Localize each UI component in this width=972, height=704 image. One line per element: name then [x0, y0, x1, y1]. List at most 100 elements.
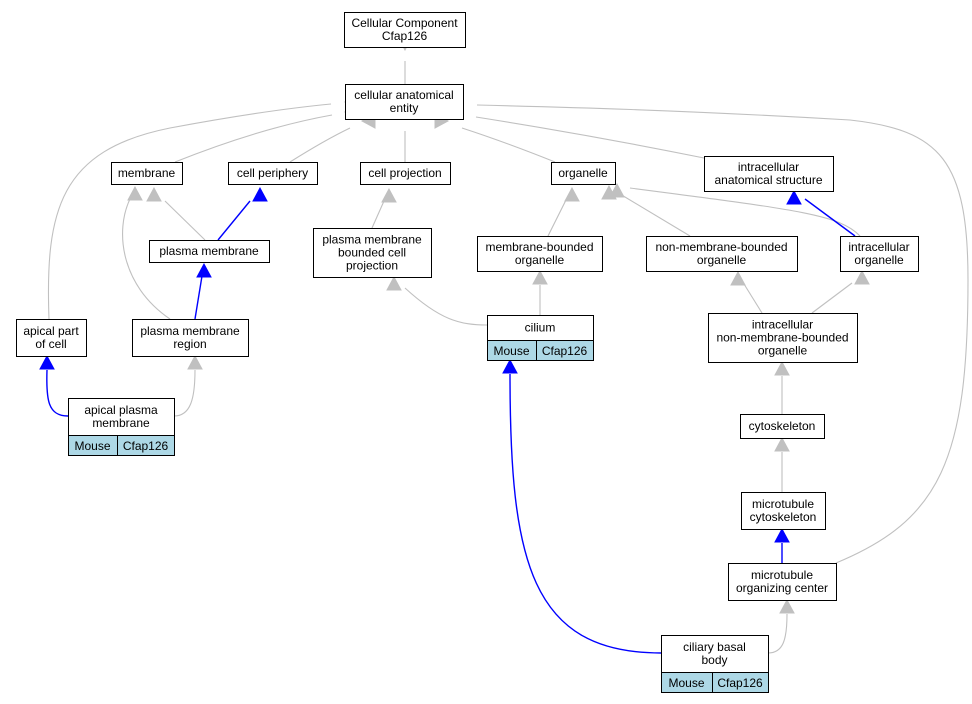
term-label: entity — [390, 101, 419, 115]
edge-line — [173, 369, 196, 417]
term-box — [111, 162, 183, 185]
term-box — [228, 162, 318, 185]
gene-label: Cfap126 — [717, 676, 763, 690]
term-label: membrane — [92, 416, 150, 430]
annotation-row: Mouse Cfap126 — [68, 435, 175, 456]
term-label: bounded cell — [338, 246, 406, 260]
arrowhead — [730, 270, 746, 286]
gene-label: Cfap126 — [542, 344, 588, 358]
gene-cell — [536, 340, 594, 361]
edge-line — [804, 198, 856, 237]
term-label: apical part — [23, 324, 79, 338]
term-label: microtubule — [752, 497, 814, 511]
term-label: membrane — [118, 166, 176, 180]
edge-basalbody-to-cilium — [502, 358, 662, 654]
arrowhead — [381, 187, 397, 203]
arrowhead — [774, 436, 790, 452]
edge-inmbo-to-nmbo — [730, 270, 763, 314]
edge-apicalpart-to-cae — [47, 94, 359, 320]
term-label: plasma membrane — [322, 233, 422, 247]
term-node-cellperiphery[interactable]: cell periphery — [228, 162, 318, 185]
arrowhead — [502, 358, 518, 374]
edge-organelle-to-cae — [434, 113, 556, 163]
arrowhead — [386, 275, 402, 291]
edge-line — [174, 114, 333, 163]
edge-line — [743, 283, 763, 314]
term-box — [149, 240, 270, 263]
edge-cilium-to-mbo — [532, 269, 548, 315]
arrowhead — [39, 354, 55, 370]
term-box — [132, 319, 249, 357]
term-box — [704, 156, 834, 192]
term-label: cellular anatomical — [354, 88, 453, 102]
edge-line — [629, 187, 861, 237]
term-label: body — [701, 653, 727, 667]
term-label: organelle — [515, 253, 565, 267]
term-label: non-membrane-bounded — [655, 240, 787, 254]
term-label: organelle — [558, 166, 608, 180]
arrowhead — [854, 269, 870, 285]
term-label: Cfap126 — [382, 29, 428, 43]
edge-line — [476, 104, 969, 564]
term-box — [360, 162, 451, 185]
term-box — [16, 319, 87, 357]
species-label: Mouse — [493, 344, 529, 358]
term-node-inmbo[interactable]: intracellularnon-membrane-boundedorganel… — [708, 313, 858, 363]
edge-line — [217, 200, 251, 241]
term-label: organelle — [758, 344, 808, 358]
term-node-plasmamembrane[interactable]: plasma membrane — [149, 240, 270, 263]
term-label: projection — [346, 259, 398, 273]
term-label: non-membrane-bounded — [716, 331, 848, 345]
annotation-row: Mouse Cfap126 — [661, 672, 769, 693]
term-label: anatomical structure — [714, 173, 822, 187]
species-label: Mouse — [668, 676, 704, 690]
edge-pmbcp-to-cellprojection — [371, 187, 397, 229]
species-label: Mouse — [74, 439, 110, 453]
term-box — [344, 12, 466, 48]
arrowhead — [774, 527, 790, 543]
edge-cytoskeleton-to-inmbo — [774, 360, 790, 414]
arrowhead — [609, 182, 625, 198]
term-label: organelle — [854, 253, 904, 267]
term-label: cell periphery — [237, 166, 308, 180]
term-node-cellprojection[interactable]: cell projection — [360, 162, 451, 185]
edge-line — [619, 193, 691, 237]
edge-mtcyto-to-cytoskeleton — [774, 436, 790, 492]
term-node-membrane[interactable]: membrane — [111, 162, 183, 185]
edge-cilium-to-pmbcp — [386, 275, 488, 326]
annotation-row: Mouse Cfap126 — [487, 340, 594, 361]
edge-line — [547, 199, 567, 237]
arrowhead — [786, 189, 802, 205]
edge-intraorg-to-intracellularas — [786, 189, 856, 237]
term-label: cilium — [525, 321, 556, 335]
edge-plasmamembrane-to-cellperiphery — [217, 186, 268, 241]
term-box — [840, 236, 919, 272]
edge-apicalpm-to-pmregion — [173, 354, 203, 417]
term-label: organelle — [697, 253, 747, 267]
term-label: apical plasma — [84, 403, 158, 417]
term-label: ciliary basal — [683, 640, 746, 654]
gene-label: Cfap126 — [123, 439, 169, 453]
arrowhead — [187, 354, 203, 370]
arrowhead — [146, 186, 162, 202]
edge-intraorg-to-organelle — [609, 182, 861, 237]
term-node-organelle[interactable]: organelle — [551, 162, 616, 185]
edge-pmregion-to-membrane — [122, 185, 171, 320]
term-node-cytoskeleton[interactable]: cytoskeleton — [740, 414, 825, 439]
